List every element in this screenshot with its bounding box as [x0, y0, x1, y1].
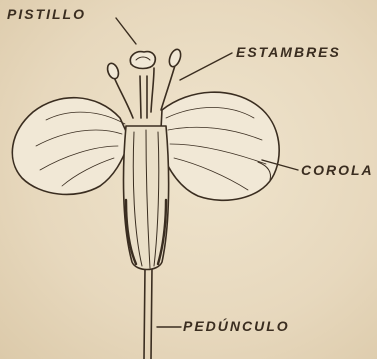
label-corola: COROLA: [301, 162, 374, 178]
central-tube: [124, 126, 169, 270]
label-pistillo: PISTILLO: [7, 6, 86, 22]
peduncle: [144, 268, 152, 359]
right-petal: [160, 92, 279, 200]
label-peduncula: PEDÚNCULO: [183, 318, 290, 334]
label-estambres: ESTAMBRES: [236, 44, 341, 60]
left-petal: [12, 98, 130, 195]
